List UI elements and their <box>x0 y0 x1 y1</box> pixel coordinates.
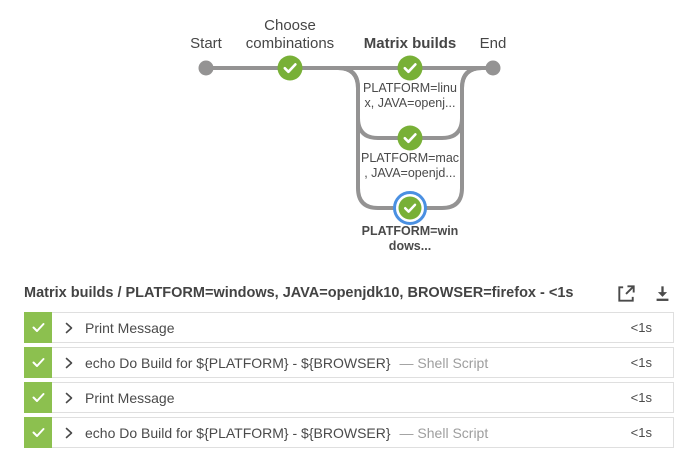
branch-label-line: PLATFORM=mac <box>360 151 460 165</box>
step-type: — Shell Script <box>399 354 489 371</box>
stage-label-end: End <box>479 35 507 52</box>
branch-label-line: dows... <box>388 238 432 253</box>
external-link-icon <box>617 284 635 302</box>
step-row[interactable]: echo Do Build for ${PLATFORM} - ${BROWSE… <box>24 417 674 448</box>
step-status-success <box>24 382 52 413</box>
stage-label-start: Start <box>190 35 222 52</box>
step-status-success <box>24 417 52 448</box>
pipeline-graph-canvas <box>198 55 501 225</box>
node-matrix-builds[interactable] <box>397 55 423 81</box>
pipeline-graph: Start Choose combinations Matrix builds … <box>190 17 507 253</box>
step-row[interactable]: Print Message <1s <box>24 382 674 413</box>
step-row-main: Print Message <1s <box>52 313 673 342</box>
chevron-right-icon[interactable] <box>65 427 73 439</box>
check-icon <box>32 393 44 402</box>
stage-label-choose-combinations: Choose combinations <box>246 17 334 53</box>
step-status-success <box>24 347 52 378</box>
step-duration: <1s <box>630 355 652 370</box>
branch-label-linux: PLATFORM=linu x, JAVA=openj... <box>363 81 457 110</box>
check-icon <box>403 63 417 74</box>
branch-label-windows: PLATFORM=win dows... <box>362 224 459 253</box>
step-name: echo Do Build for ${PLATFORM} - ${BROWSE… <box>85 424 391 441</box>
check-icon <box>32 358 44 367</box>
branch-label-mac: PLATFORM=mac , JAVA=openjd... <box>361 151 459 180</box>
step-status-success <box>24 312 52 343</box>
node-branch-windows-selected[interactable] <box>393 191 427 225</box>
step-duration: <1s <box>630 425 652 440</box>
step-name: Print Message <box>85 389 175 406</box>
step-row-main: Print Message <1s <box>52 383 673 412</box>
step-duration: <1s <box>630 390 652 405</box>
step-duration: <1s <box>630 320 652 335</box>
check-icon <box>283 63 297 74</box>
check-icon <box>403 133 417 144</box>
step-row-main: echo Do Build for ${PLATFORM} - ${BROWSE… <box>52 418 673 447</box>
open-in-new-window-button[interactable] <box>613 280 639 306</box>
chevron-right-icon[interactable] <box>65 392 73 404</box>
step-detail-header: Matrix builds / PLATFORM=windows, JAVA=o… <box>24 278 675 308</box>
stage-label-line: combinations <box>245 35 335 52</box>
download-icon <box>656 285 668 301</box>
stage-label-line: Choose <box>264 17 316 34</box>
download-log-button[interactable] <box>649 280 675 306</box>
check-icon <box>32 323 44 332</box>
step-name: Print Message <box>85 319 175 336</box>
node-start <box>198 60 214 76</box>
branch-label-line: , JAVA=openjd... <box>364 165 456 180</box>
chevron-right-icon[interactable] <box>65 357 73 369</box>
chevron-right-icon[interactable] <box>65 322 73 334</box>
branch-label-line: PLATFORM=win <box>361 224 459 238</box>
step-list: Print Message <1s echo Do Build for ${PL… <box>24 312 674 448</box>
step-row-main: echo Do Build for ${PLATFORM} - ${BROWSE… <box>52 348 673 377</box>
selected-ring <box>393 191 427 225</box>
branch-label-line: x, JAVA=openj... <box>364 95 456 110</box>
branch-label-line: PLATFORM=linu <box>363 81 457 95</box>
node-branch-mac[interactable] <box>397 125 423 151</box>
node-choose-combinations[interactable] <box>277 55 303 81</box>
node-end <box>485 60 501 76</box>
stage-label-matrix-builds: Matrix builds <box>363 35 457 52</box>
step-row[interactable]: Print Message <1s <box>24 312 674 343</box>
check-icon <box>32 428 44 437</box>
step-row[interactable]: echo Do Build for ${PLATFORM} - ${BROWSE… <box>24 347 674 378</box>
check-icon <box>403 203 417 213</box>
step-type: — Shell Script <box>399 424 489 441</box>
step-detail-title: Matrix builds / PLATFORM=windows, JAVA=o… <box>24 285 574 301</box>
step-name: echo Do Build for ${PLATFORM} - ${BROWSE… <box>85 354 391 371</box>
